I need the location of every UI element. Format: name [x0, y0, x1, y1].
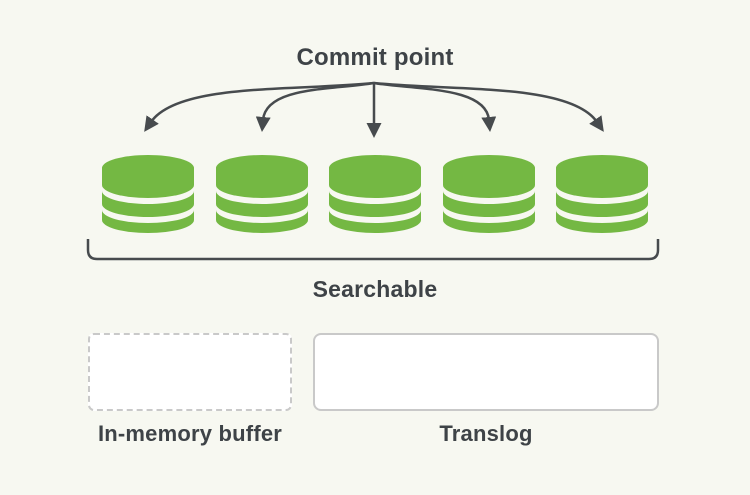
- in-memory-buffer-label: In-memory buffer: [97, 421, 283, 446]
- database-icon: [442, 155, 535, 233]
- database-icon: [102, 155, 194, 233]
- arrow-to-segment-1: [144, 81, 375, 132]
- database-icon: [215, 155, 308, 233]
- translog-label: Translog: [439, 421, 533, 446]
- database-icon: [556, 155, 648, 233]
- commit-point-label: Commit point: [296, 44, 454, 71]
- searchable-row: [102, 155, 648, 233]
- translog-box: [313, 333, 659, 411]
- arrow-to-segment-5: [373, 81, 604, 132]
- bracket-underline: [86, 239, 660, 261]
- database-icon: [329, 155, 421, 233]
- arrow-to-segment-2: [255, 81, 375, 132]
- searchable-label: Searchable: [312, 276, 438, 302]
- in-memory-buffer-box: [88, 333, 292, 411]
